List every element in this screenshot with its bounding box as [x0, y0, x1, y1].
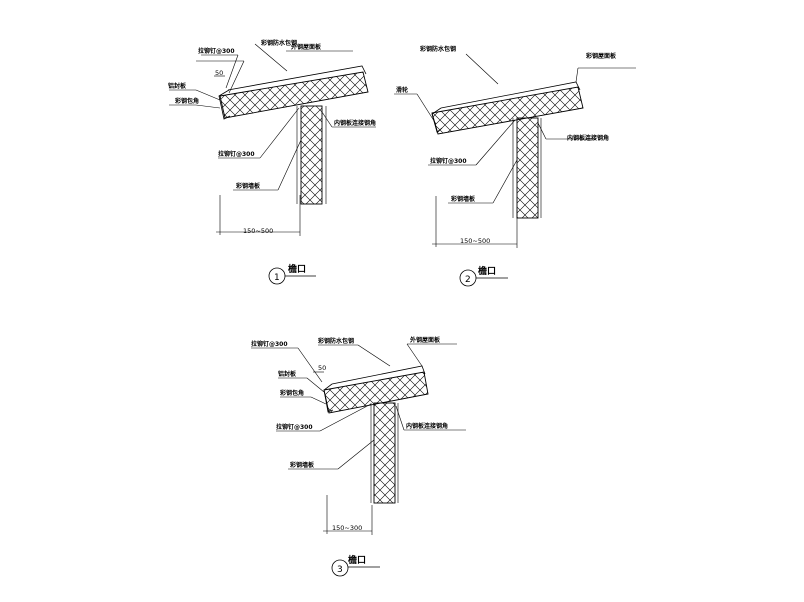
- label-rivet: 拉铆钉@300: [430, 157, 467, 165]
- dimension-label: 150~300: [332, 524, 362, 532]
- dimension-50: 50: [318, 364, 326, 372]
- label-aluminum-closure: 铝封板: [278, 370, 297, 378]
- detail-number: 1: [274, 273, 280, 283]
- label-wall-panel: 彩钢墙板: [289, 461, 315, 469]
- label-rivet-2: 拉铆钉@300: [276, 423, 313, 431]
- dimension-label: 150~500: [460, 237, 490, 245]
- label-roof-panel: 外钢屋面板: [290, 43, 322, 51]
- label-corner-trim: 彩钢包角: [174, 97, 199, 105]
- label-inner-angle: 内钢板连接钢角: [406, 422, 448, 430]
- detail-title: 檐口: [478, 265, 496, 277]
- wall-panel-3: [373, 402, 396, 504]
- roof-panel-2: [431, 86, 584, 135]
- detail-3: 150~300 50 拉铆钉@300 彩钢防水包钢 外钢屋面板 铝封板 彩钢包角…: [251, 336, 466, 577]
- label-aluminum-closure: 铝封板: [168, 82, 187, 90]
- label-corner-trim: 彩钢包角: [279, 389, 304, 397]
- label-rivet: 拉铆钉@300: [198, 47, 235, 55]
- label-wall-panel: 彩钢墙板: [235, 182, 261, 190]
- label-roof-panel: 彩钢屋面板: [585, 52, 617, 60]
- eave-trim-1: [218, 89, 231, 120]
- label-rivet-2: 拉铆钉@300: [218, 150, 255, 158]
- detail-title: 檐口: [288, 263, 306, 275]
- roof-panel-3: [323, 371, 429, 414]
- dimension-50: 50: [215, 69, 223, 77]
- detail-number: 2: [465, 275, 471, 285]
- label-inner-angle: 内钢板连接钢角: [567, 134, 609, 142]
- label-flashing: 彩钢防水包钢: [317, 337, 354, 345]
- wall-panel-1: [300, 105, 323, 205]
- detail-title: 檐口: [348, 554, 366, 566]
- detail-number: 3: [337, 565, 343, 575]
- detail-number-circle: [331, 559, 349, 577]
- detail-1: 150~500 50 彩钢防水包钢 外钢屋面板 拉铆钉@300 铝封板 彩钢包角…: [168, 39, 376, 285]
- label-rivet: 拉铆钉@300: [251, 340, 288, 348]
- dimension-label: 150~500: [243, 227, 273, 235]
- label-flashing: 彩钢防水包钢: [260, 39, 297, 47]
- label-flashing: 彩钢防水包钢: [419, 45, 456, 53]
- label-gutter: 滑轮: [396, 86, 408, 94]
- label-roof-panel: 外钢屋面板: [409, 336, 441, 344]
- detail-2: 150~500 彩钢防水包钢 彩钢屋面板 滑轮 内钢板连接钢角 拉铆钉@300 …: [394, 45, 636, 287]
- wall-panel-2: [516, 117, 539, 219]
- label-inner-angle: 内钢板连接钢角: [334, 119, 376, 127]
- label-wall-panel: 彩钢墙板: [450, 195, 476, 203]
- eave-trim-2: [431, 107, 443, 133]
- roof-flashing-1: [227, 65, 367, 91]
- roof-panel-1: [219, 71, 369, 119]
- eave-trim-3: [323, 383, 334, 413]
